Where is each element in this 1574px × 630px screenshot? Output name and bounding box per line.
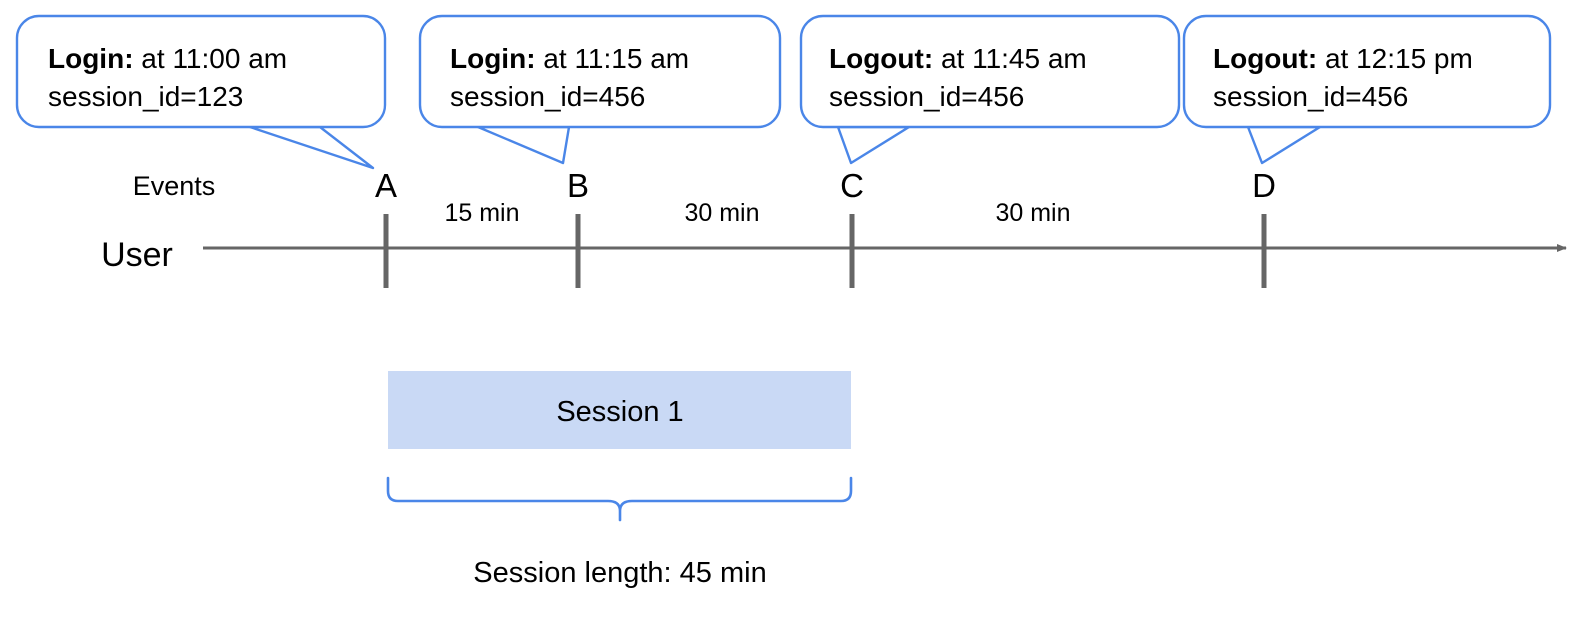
callout-b-time: at 11:15 am — [536, 43, 690, 74]
callout-d-line2: session_id=456 — [1213, 81, 1408, 112]
session-length-caption: Session length: 45 min — [473, 557, 766, 589]
callout-d: Logout: at 12:15 pm session_id=456 — [1182, 14, 1552, 165]
user-row-label: User — [101, 236, 173, 274]
callout-d-time: at 12:15 pm — [1317, 43, 1473, 74]
callout-b-label: Login: — [450, 43, 536, 74]
interval-label-bc: 30 min — [684, 199, 759, 227]
callout-a-line1: Login: at 11:00 am — [48, 43, 287, 74]
tick-label-a: A — [375, 167, 397, 204]
callout-d-label: Logout: — [1213, 43, 1317, 74]
callout-c: Logout: at 11:45 am session_id=456 — [799, 14, 1181, 165]
callout-a-label: Login: — [48, 43, 134, 74]
callout-c-line2: session_id=456 — [829, 81, 1024, 112]
callout-a-time: at 11:00 am — [134, 43, 288, 74]
callout-b-line1: Login: at 11:15 am — [450, 43, 689, 74]
callout-a-tail — [248, 125, 375, 170]
callout-a: Login: at 11:00 am session_id=123 — [15, 14, 387, 170]
callout-c-bubble — [799, 14, 1181, 129]
callout-c-tail — [836, 125, 911, 165]
callout-d-bubble — [1182, 14, 1552, 129]
callout-a-bubble — [15, 14, 387, 129]
session-brace — [386, 476, 853, 522]
callout-c-label: Logout: — [829, 43, 933, 74]
tick-label-d: D — [1252, 167, 1276, 204]
callout-b: Login: at 11:15 am session_id=456 — [418, 14, 782, 165]
callout-c-line1: Logout: at 11:45 am — [829, 43, 1087, 74]
interval-label-cd: 30 min — [995, 199, 1070, 227]
session-bar-label: Session 1 — [556, 396, 683, 428]
callout-b-line2: session_id=456 — [450, 81, 645, 112]
callout-a-line2: session_id=123 — [48, 81, 243, 112]
callout-c-time: at 11:45 am — [933, 43, 1087, 74]
events-row-label: Events — [133, 171, 216, 201]
tick-label-b: B — [567, 167, 589, 204]
callout-d-tail — [1246, 125, 1322, 165]
callout-b-tail — [476, 125, 571, 165]
callout-d-line1: Logout: at 12:15 pm — [1213, 43, 1473, 74]
interval-label-ab: 15 min — [444, 199, 519, 227]
callout-b-bubble — [418, 14, 782, 129]
session-bar — [388, 371, 851, 449]
tick-label-c: C — [840, 167, 864, 204]
